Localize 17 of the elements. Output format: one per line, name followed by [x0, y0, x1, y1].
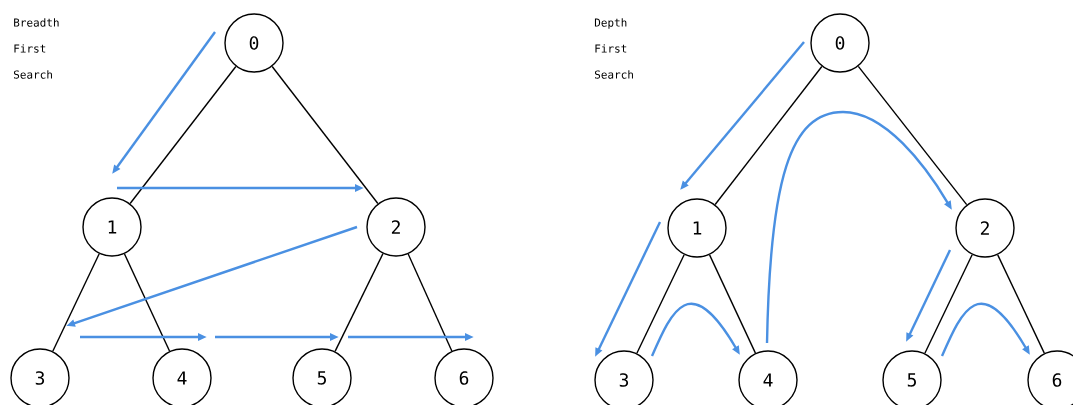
tree-edge: [123, 253, 171, 352]
heading-label: Depth First Search: [594, 18, 633, 79]
tree-edge: [129, 65, 237, 205]
traversal-arrow: [940, 302, 1030, 357]
tree-edge: [714, 65, 823, 206]
tree-edge: [997, 254, 1045, 354]
tree-edge: [334, 252, 384, 353]
traversal-arrow: [765, 110, 952, 344]
tree-edge: [271, 65, 379, 205]
tree-edge: [407, 253, 453, 352]
tree-edge: [924, 254, 973, 354]
heading-label: Breadth First Search: [13, 18, 59, 79]
tree-edge: [708, 254, 757, 354]
tree-edge: [857, 65, 968, 206]
tree-edge: [52, 253, 100, 352]
tree-edge: [636, 254, 685, 354]
traversal-arrow: [650, 302, 740, 357]
